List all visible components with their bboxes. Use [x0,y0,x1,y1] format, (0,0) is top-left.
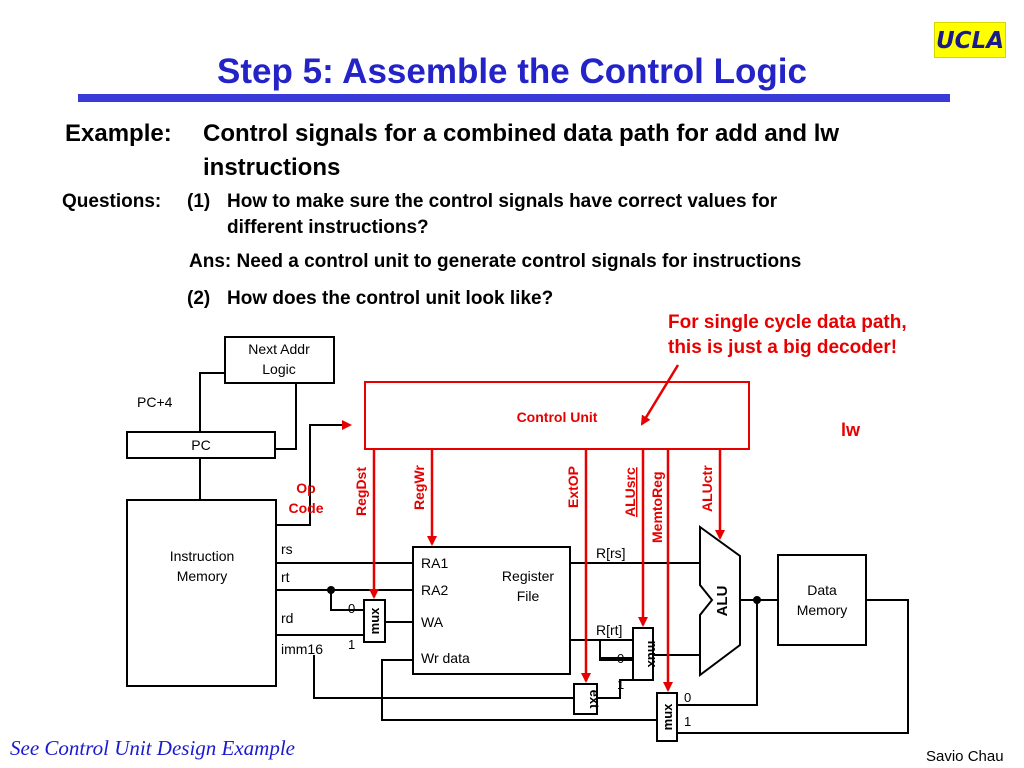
register-file-label-line2: File [517,588,540,604]
alusrc-mux-input-0: 0 [617,651,624,666]
pc-plus4-label: PC+4 [137,394,173,410]
alusrc-mux-box [632,627,654,681]
next-addr-logic-box [224,336,335,384]
r-rs-label: R[rs] [596,545,626,561]
page-title: Step 5: Assemble the Control Logic [217,52,807,91]
imm16-label: imm16 [281,641,323,657]
question2-text: How does the control unit look like? [227,288,554,309]
control-signal-lines [369,364,725,692]
regdst-mux-input-0: 0 [348,601,355,616]
signal-label-aluctr: ALUctr [699,465,715,512]
opcode-label-line1: Op [296,480,315,496]
junction-dot-alu [753,596,761,604]
signal-label-regwr: RegWr [411,465,427,510]
question2-number: (2) [187,288,211,309]
rt-label: rt [281,569,290,585]
ext-box [573,683,598,715]
pc-box [126,431,276,459]
questions-label: Questions: [62,191,162,212]
question1-number: (1) [187,191,211,212]
ra1-label: RA1 [421,555,448,571]
alu-shape [699,525,741,677]
r-rt-label: R[rt] [596,622,622,638]
data-memory-label-line2: Memory [797,602,848,618]
ucla-logo: UCLA [934,22,1006,58]
signal-label-memtoreg: MemtoReg [649,471,665,543]
wa-label: WA [421,614,444,630]
example-label: Example: [65,120,172,147]
instruction-type-label: lw [841,420,861,440]
ra2-label: RA2 [421,582,448,598]
regdst-mux-box [363,599,386,643]
answer-text: Ans: Need a control unit to generate con… [189,251,802,272]
datapath-wires [199,372,909,734]
regdst-mux-label: mux [367,607,382,635]
question1-line1: How to make sure the control signals hav… [227,191,778,212]
instruction-memory-box [126,499,277,687]
next-addr-label-line2: Logic [262,361,295,377]
register-file-label-line1: Register [502,568,554,584]
ext-label: ext [587,690,602,709]
title-underline [78,94,950,102]
memtoreg-mux-label: mux [660,703,675,731]
signal-label-regdst: RegDst [353,467,369,516]
memtoreg-mux-input-0: 0 [684,690,691,705]
rs-label: rs [281,541,293,557]
alusrc-mux-input-1: 1 [617,677,624,692]
author-name: Savio Chau [926,748,1004,765]
regdst-mux-input-1: 1 [348,637,355,652]
alu-label: ALU [714,586,731,617]
alusrc-mux-label: mux [645,641,660,669]
example-line1: Control signals for a combined data path… [203,120,840,147]
question1-line2: different instructions? [227,217,429,238]
wr-data-label: Wr data [421,650,470,666]
control-unit-label: Control Unit [517,409,598,425]
memtoreg-mux-input-1: 1 [684,714,691,729]
control-unit-box [364,381,750,450]
register-file-box [412,546,571,675]
pc-label: PC [191,437,210,453]
data-memory-box [777,554,867,646]
signal-label-extop: ExtOP [565,466,581,508]
control-unit-example-link[interactable]: See Control Unit Design Example [10,736,296,760]
data-memory-label-line1: Data [807,582,837,598]
instruction-memory-label-line2: Memory [177,568,228,584]
example-line2: instructions [203,154,341,181]
callout-line2: this is just a big decoder! [668,337,898,358]
signal-label-alusrc: ALUsrc [622,467,638,517]
next-addr-label-line1: Next Addr [248,341,310,357]
callout-line1: For single cycle data path, [668,312,907,333]
opcode-label-line2: Code [289,500,324,516]
instruction-memory-label-line1: Instruction [170,548,235,564]
memtoreg-mux-box [656,692,678,742]
rd-label: rd [281,610,293,626]
junction-dot-rt [327,586,335,594]
